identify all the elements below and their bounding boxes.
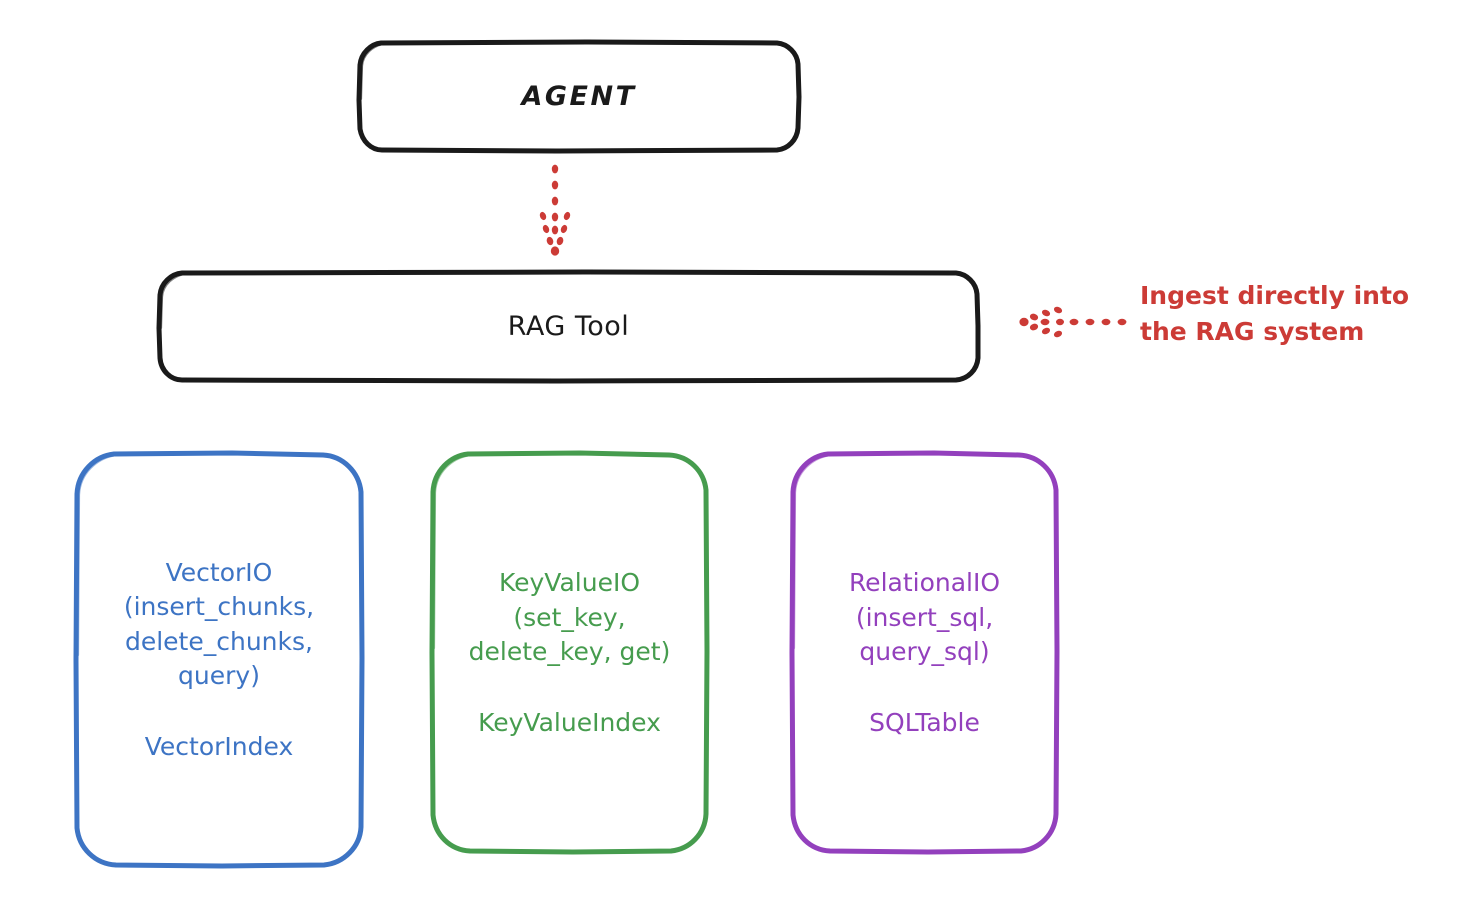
rag-tool-label: RAG Tool: [507, 310, 630, 342]
rag-tool-content: RAG Tool: [156, 309, 981, 344]
relational-io-label: RelationalIO (insert_sql, query_sql): [848, 568, 1001, 666]
node-agent[interactable]: AGENT: [356, 39, 802, 154]
node-relational-io[interactable]: RelationalIO (insert_sql, query_sql) SQL…: [788, 450, 1061, 856]
agent-content: AGENT: [357, 79, 801, 114]
vector-io-label: VectorIO (insert_chunks, delete_chunks, …: [123, 557, 315, 691]
relational-io-content: RelationalIO (insert_sql, query_sql) SQL…: [788, 566, 1061, 740]
vector-io-content: VectorIO (insert_chunks, delete_chunks, …: [72, 556, 366, 765]
agent-to-rag-tool-arrow: [539, 164, 571, 256]
agent-label: AGENT: [521, 80, 637, 112]
key-value-io-label: KeyValueIO (set_key, delete_key, get): [468, 568, 671, 666]
node-rag-tool[interactable]: RAG Tool: [156, 269, 981, 384]
key-value-io-content: KeyValueIO (set_key, delete_key, get) Ke…: [428, 566, 711, 740]
ingest-annotation-text: Ingest directly into the RAG system: [1140, 281, 1410, 347]
key-value-index-label: KeyValueIndex: [478, 707, 661, 737]
sql-table-label: SQLTable: [869, 707, 980, 737]
vector-index-label: VectorIndex: [144, 731, 294, 761]
node-key-value-io[interactable]: KeyValueIO (set_key, delete_key, get) Ke…: [428, 450, 711, 856]
ingest-arrow: [1019, 306, 1127, 338]
node-vector-io[interactable]: VectorIO (insert_chunks, delete_chunks, …: [72, 450, 366, 870]
